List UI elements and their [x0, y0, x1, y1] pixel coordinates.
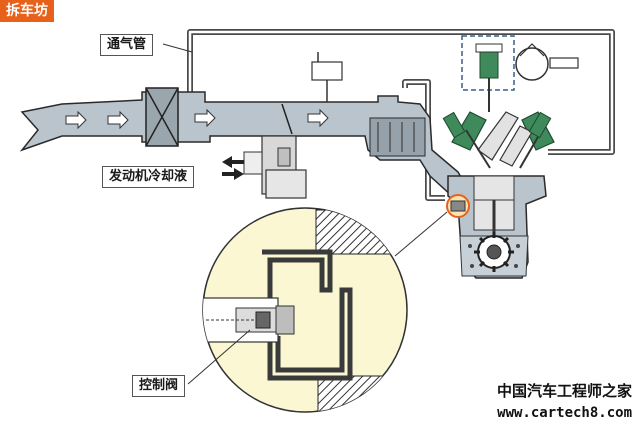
brand-logo: 拆车坊 [0, 0, 54, 22]
watermark-title: 中国汽车工程师之家 [496, 382, 632, 400]
label-breather-pipe: 通气管 [100, 34, 154, 56]
zoom-leader-line [394, 211, 448, 257]
throttle-body [243, 103, 307, 199]
spark-plug-icon [442, 111, 552, 139]
label-engine-coolant: 发动机冷却液 [102, 166, 195, 188]
engine-block [447, 175, 547, 279]
gear-icon [474, 232, 514, 272]
zoom-detail-circle [202, 207, 408, 413]
watermark-url: www.cartech8.com [497, 405, 632, 421]
pressure-sensor [311, 52, 343, 102]
cam-sensor [515, 43, 579, 81]
coolant-arrows [222, 156, 244, 180]
label-control-valve: 控制阀 [132, 375, 186, 397]
arrow-right-icon [65, 108, 329, 130]
